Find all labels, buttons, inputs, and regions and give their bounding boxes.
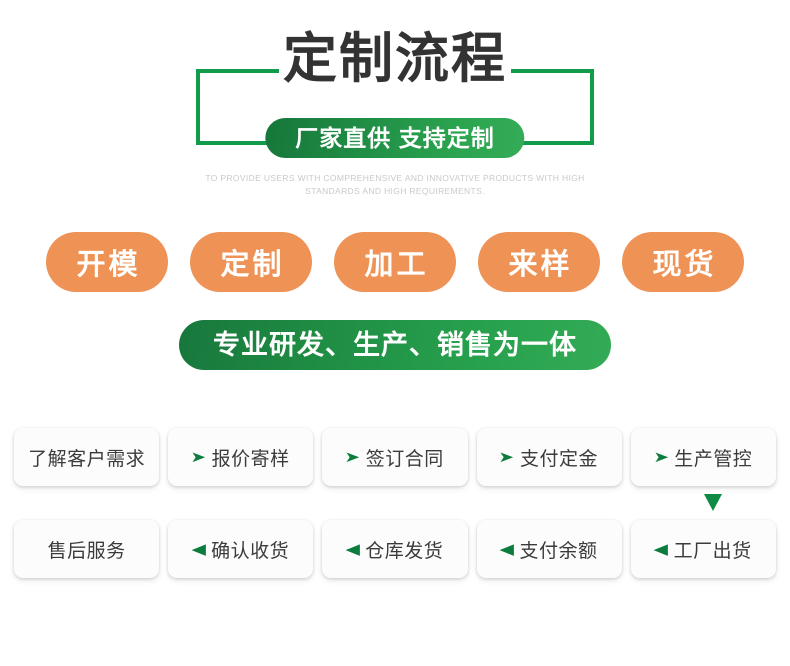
- process-flow-row-backward: 售后服务 ◀ 确认收货 ◀ 仓库发货 ◀ 支付余额 ◀ 工厂出货: [14, 520, 777, 578]
- service-pill-row: 开模 定制 加工 来样 现货: [0, 232, 790, 292]
- flow-step-label: 了解客户需求: [28, 448, 146, 470]
- page-title: 定制流程: [283, 29, 507, 89]
- service-pill[interactable]: 开模: [46, 232, 168, 292]
- flow-step[interactable]: ➤ 签订合同: [322, 428, 468, 486]
- arrow-right-icon: ➤: [344, 448, 361, 466]
- subtitle-badge: 厂家直供 支持定制: [265, 118, 525, 158]
- flow-step-label: 支付余额: [519, 540, 598, 562]
- flow-step[interactable]: 了解客户需求: [14, 428, 160, 486]
- service-pill-label: 开模: [76, 249, 141, 281]
- flow-step-label: 售后服务: [47, 540, 126, 562]
- flow-step-label: 报价寄样: [211, 448, 290, 470]
- arrow-right-icon: ➤: [498, 448, 515, 466]
- capability-banner: 专业研发、生产、销售为一体: [179, 320, 611, 370]
- arrow-left-icon: ◀: [653, 540, 669, 558]
- service-pill-label: 现货: [652, 249, 717, 281]
- process-flow-row-forward: 了解客户需求 ➤ 报价寄样 ➤ 签订合同 ➤ 支付定金 ➤ 生产管控: [14, 428, 777, 486]
- flow-step-label: 签订合同: [365, 448, 444, 470]
- service-pill[interactable]: 加工: [334, 232, 456, 292]
- arrow-right-icon: ➤: [190, 448, 207, 466]
- service-pill-label: 加工: [364, 249, 429, 281]
- header-section: 定制流程 厂家直供 支持定制 TO PROVIDE USERS WITH COM…: [0, 0, 790, 215]
- flow-step[interactable]: ➤ 支付定金: [476, 428, 622, 486]
- flow-step[interactable]: ◀ 工厂出货: [630, 520, 777, 578]
- bracket-right-decoration: [511, 69, 594, 145]
- service-pill[interactable]: 定制: [190, 232, 312, 292]
- arrow-left-icon: ◀: [345, 540, 360, 558]
- bracket-left-decoration: [196, 69, 279, 145]
- service-pill-label: 来样: [508, 249, 573, 281]
- flow-step-label: 确认收货: [211, 540, 290, 562]
- arrow-right-icon: ➤: [653, 448, 669, 466]
- flow-step[interactable]: ◀ 仓库发货: [322, 520, 468, 578]
- process-flow: 了解客户需求 ➤ 报价寄样 ➤ 签订合同 ➤ 支付定金 ➤ 生产管控 售后服务 …: [14, 428, 777, 578]
- flow-step[interactable]: 售后服务: [14, 520, 160, 578]
- flow-step[interactable]: ◀ 确认收货: [168, 520, 314, 578]
- english-subtitle-line-1: TO PROVIDE USERS WITH COMPREHENSIVE AND …: [205, 173, 585, 183]
- flow-step[interactable]: ◀ 支付余额: [476, 520, 622, 578]
- service-pill-label: 定制: [220, 249, 285, 281]
- english-subtitle-line-2: STANDARDS AND HIGH REQUIREMENTS.: [305, 186, 485, 196]
- flow-step-label: 仓库发货: [365, 540, 444, 562]
- service-pill[interactable]: 现货: [622, 232, 744, 292]
- service-pill[interactable]: 来样: [478, 232, 600, 292]
- flow-step[interactable]: ➤ 报价寄样: [168, 428, 314, 486]
- flow-step-label: 工厂出货: [673, 540, 752, 562]
- banner-row: 专业研发、生产、销售为一体: [0, 320, 790, 370]
- arrow-left-icon: ◀: [499, 540, 514, 558]
- arrow-left-icon: ◀: [191, 540, 206, 558]
- flow-step-label: 生产管控: [674, 448, 753, 470]
- flow-step[interactable]: ➤ 生产管控: [630, 428, 777, 486]
- flow-step-label: 支付定金: [519, 448, 598, 470]
